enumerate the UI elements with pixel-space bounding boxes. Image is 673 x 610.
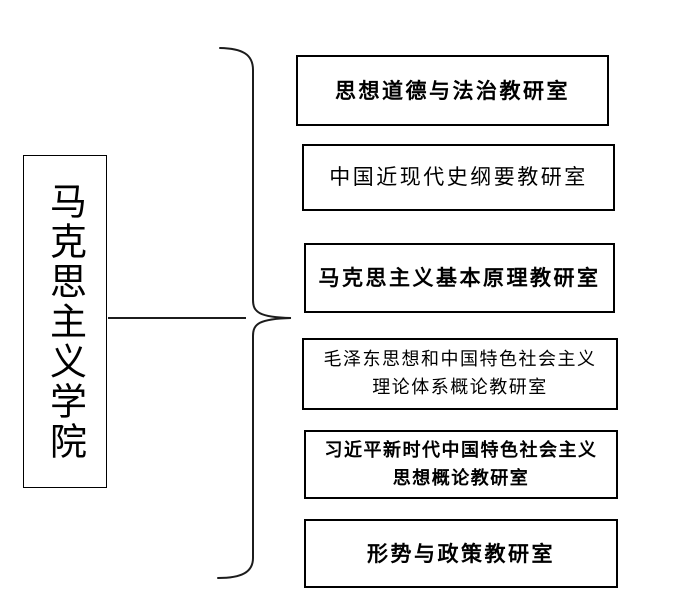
parent-unit-box: 马克思主义学院 (23, 155, 107, 488)
child-unit-label-1: 思想道德与法治教研室 (335, 77, 570, 103)
child-unit-box-1: 思想道德与法治教研室 (296, 55, 609, 126)
curly-brace (217, 47, 292, 579)
parent-unit-label: 马克思主义学院 (43, 181, 87, 462)
child-unit-box-4: 毛泽东思想和中国特色社会主义 理论体系概论教研室 (302, 338, 618, 410)
child-unit-label-4: 毛泽东思想和中国特色社会主义 理论体系概论教研室 (323, 349, 597, 398)
child-unit-label-2: 中国近现代史纲要教研室 (329, 164, 588, 189)
child-unit-box-2: 中国近现代史纲要教研室 (302, 144, 615, 211)
child-unit-label-6: 形势与政策教研室 (367, 540, 555, 566)
child-unit-box-5: 习近平新时代中国特色社会主义 思想概论教研室 (304, 430, 618, 499)
child-unit-label-3: 马克思主义基本原理教研室 (318, 265, 601, 291)
child-unit-label-5: 习近平新时代中国特色社会主义 思想概论教研室 (324, 439, 598, 489)
child-unit-box-6: 形势与政策教研室 (304, 519, 618, 588)
child-unit-box-3: 马克思主义基本原理教研室 (304, 243, 615, 313)
